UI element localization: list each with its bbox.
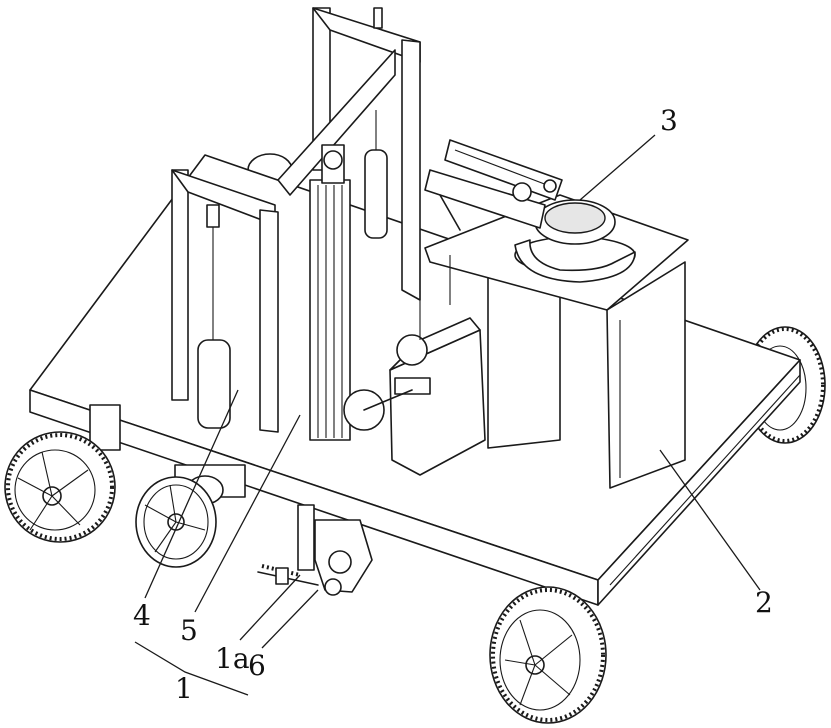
front-right-wheel (490, 587, 606, 723)
callout-2: 2 (755, 586, 773, 619)
handwheel (136, 465, 245, 567)
callout-6: 6 (248, 649, 266, 682)
clamp-arm (425, 140, 562, 230)
callout-3: 3 (660, 104, 678, 137)
callout-5: 5 (180, 614, 198, 647)
callout-1a: 1a (215, 642, 250, 675)
callout-1: 1 (175, 672, 193, 705)
left-wheel (5, 405, 120, 542)
callout-4: 4 (133, 599, 151, 632)
